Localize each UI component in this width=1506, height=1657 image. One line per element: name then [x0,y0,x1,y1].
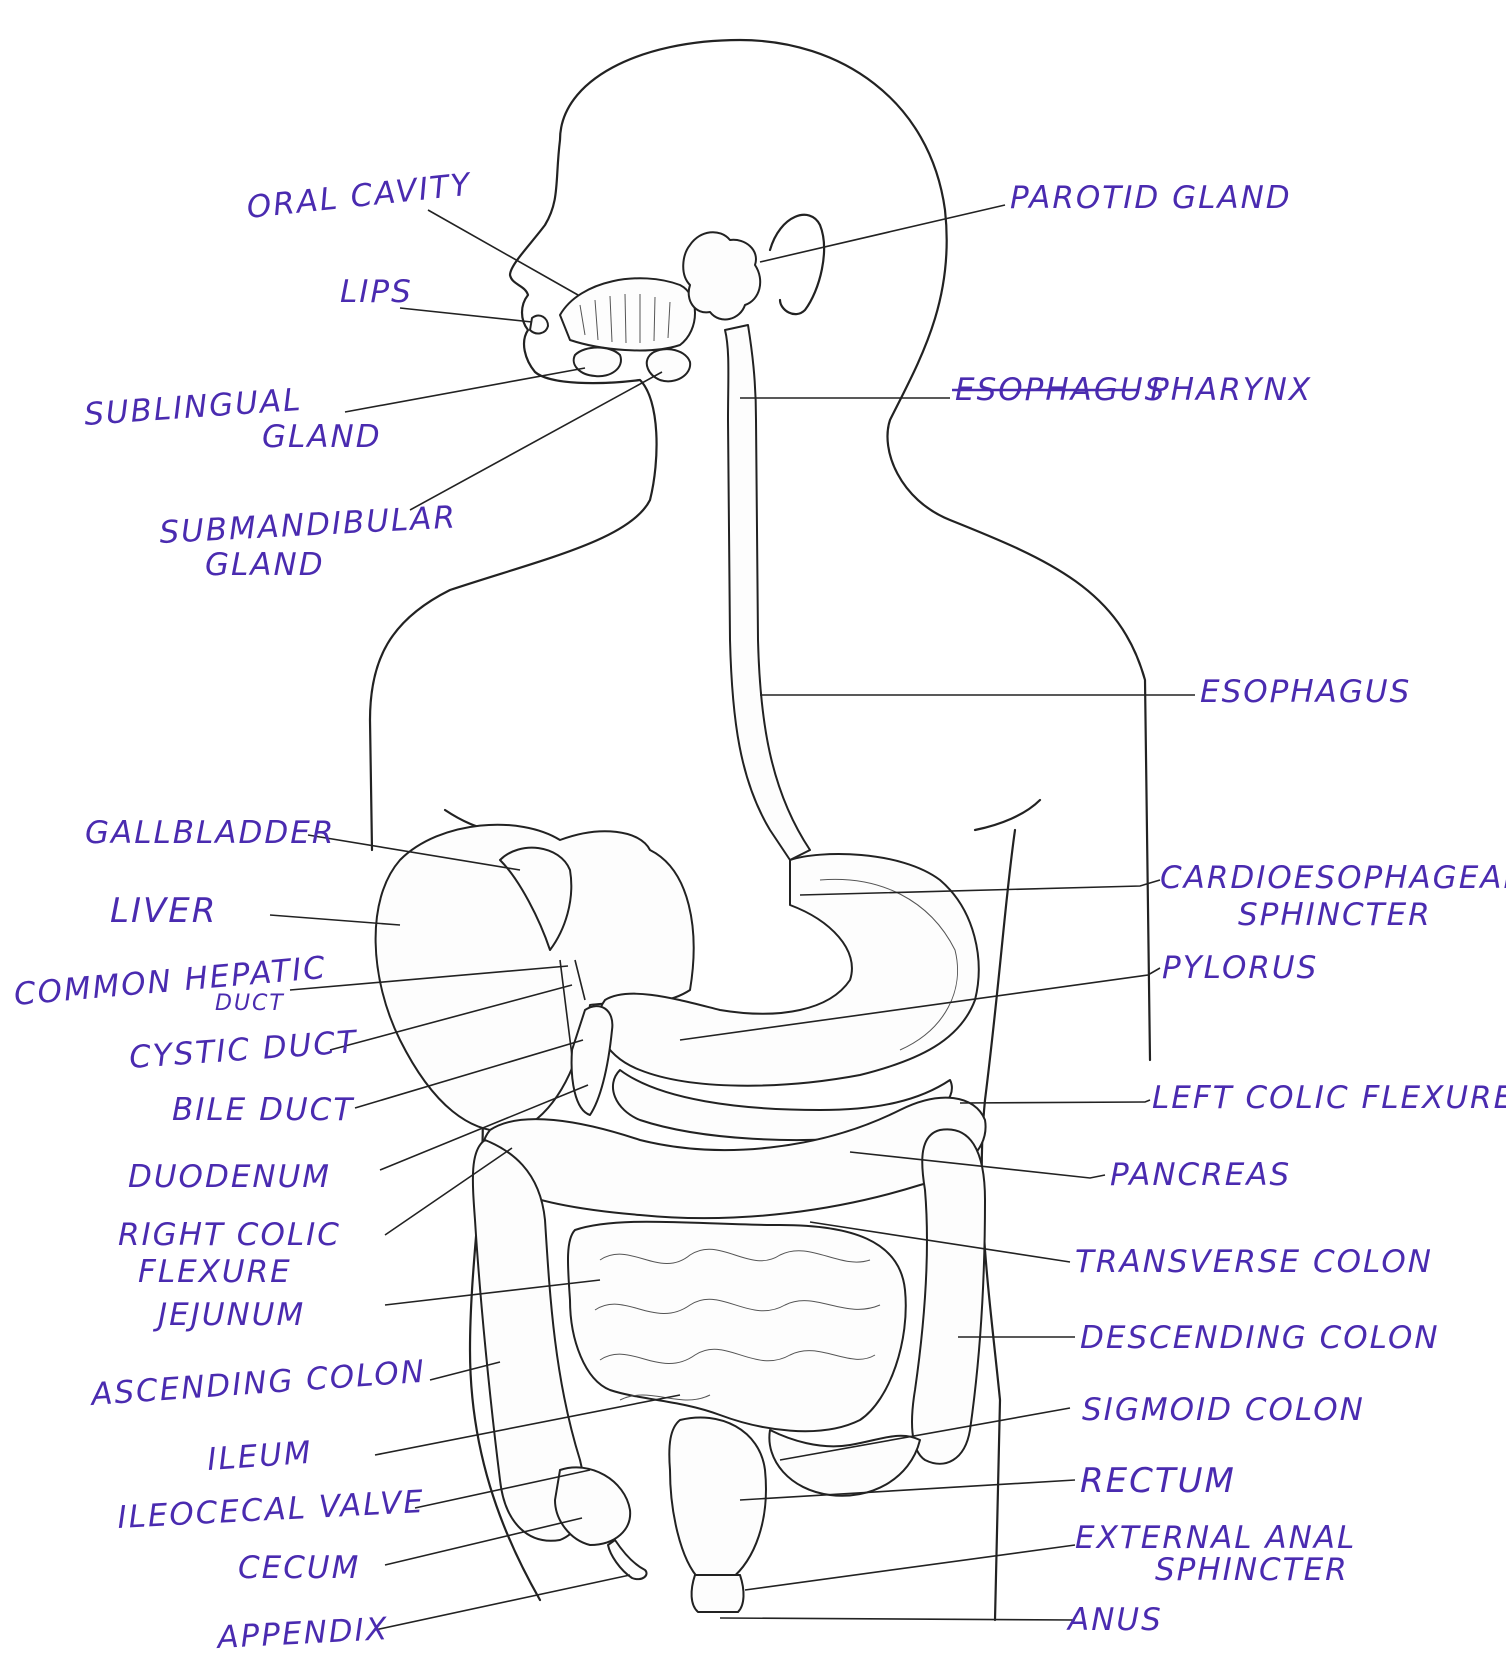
tongue [560,278,695,350]
label-esophagus: ESOPHAGUS [1200,674,1411,710]
leader-parotid [760,205,1005,262]
appendix [608,1540,647,1579]
right-flank [982,830,1015,1620]
mouth-region [530,232,760,381]
label-descending-colon: DESCENDING COLON [1080,1320,1440,1356]
label-rectum: RECTUM [1080,1461,1236,1501]
leader-lips [400,308,532,322]
label-submandibular-gland-1: SUBMANDIBULAR [159,499,458,551]
label-cardioesophageal-2: SPHINCTER [1238,897,1432,933]
descending-colon [912,1129,985,1463]
sublingual-gland [574,348,621,377]
label-liver: LIVER [110,891,217,931]
label-jejunum: JEJUNUM [152,1297,305,1333]
anal-sphincter [692,1575,744,1612]
label-sublingual-gland-2: GLAND [262,419,382,455]
label-cystic-duct: CYSTIC DUCT [128,1024,359,1076]
ear [770,215,824,314]
lips [530,316,548,334]
label-ileocecal-valve: ILEOCECAL VALVE [117,1484,426,1536]
label-sigmoid-colon: SIGMOID COLON [1082,1392,1365,1428]
leader-rectum [740,1480,1075,1500]
label-anus: ANUS [1066,1602,1163,1638]
esophagus-tube [725,325,810,860]
shoulder-notch-right [975,800,1040,830]
label-common-hepatic-2: DUCT [215,991,285,1016]
leader-left-colic [960,1100,1150,1103]
label-bile-duct: BILE DUCT [172,1092,354,1128]
label-lips: LIPS [340,274,413,310]
small-intestine [568,1222,906,1431]
sigmoid-colon [769,1430,920,1496]
label-pharynx: PHARYNX [1150,372,1312,408]
label-left-colic-flexure: LEFT COLIC FLEXURE [1152,1080,1506,1116]
label-ascending-colon: ASCENDING COLON [88,1354,427,1413]
leader-appendix [375,1575,630,1630]
label-right-colic-2: FLEXURE [138,1254,292,1290]
label-gallbladder: GALLBLADDER [85,815,335,851]
label-transverse-colon: TRANSVERSE COLON [1075,1244,1433,1280]
label-cecum: CECUM [238,1550,360,1586]
leader-sublingual [345,368,585,412]
parotid-gland [683,232,760,319]
label-appendix: APPENDIX [215,1611,390,1656]
label-cardioesophageal-1: CARDIOESOPHAGEAL [1160,860,1506,896]
label-right-colic-1: RIGHT COLIC [118,1217,341,1253]
label-parotid-gland: PAROTID GLAND [1010,180,1292,216]
label-submandibular-gland-2: GLAND [205,547,325,583]
leader-external-anal [745,1545,1075,1590]
leader-oral-cavity [428,210,578,295]
esophagus [725,325,810,860]
label-ileum: ILEUM [206,1435,314,1478]
label-duodenum: DUODENUM [128,1159,331,1195]
labels: ORAL CAVITY PAROTID GLAND LIPS ESOPHAGUS… [13,167,1506,1657]
label-pancreas: PANCREAS [1110,1157,1291,1193]
label-pylorus: PYLORUS [1162,950,1318,986]
label-external-anal-2: SPHINCTER [1155,1552,1349,1588]
label-external-anal-1: EXTERNAL ANAL [1075,1520,1356,1556]
leader-anus [720,1618,1075,1620]
